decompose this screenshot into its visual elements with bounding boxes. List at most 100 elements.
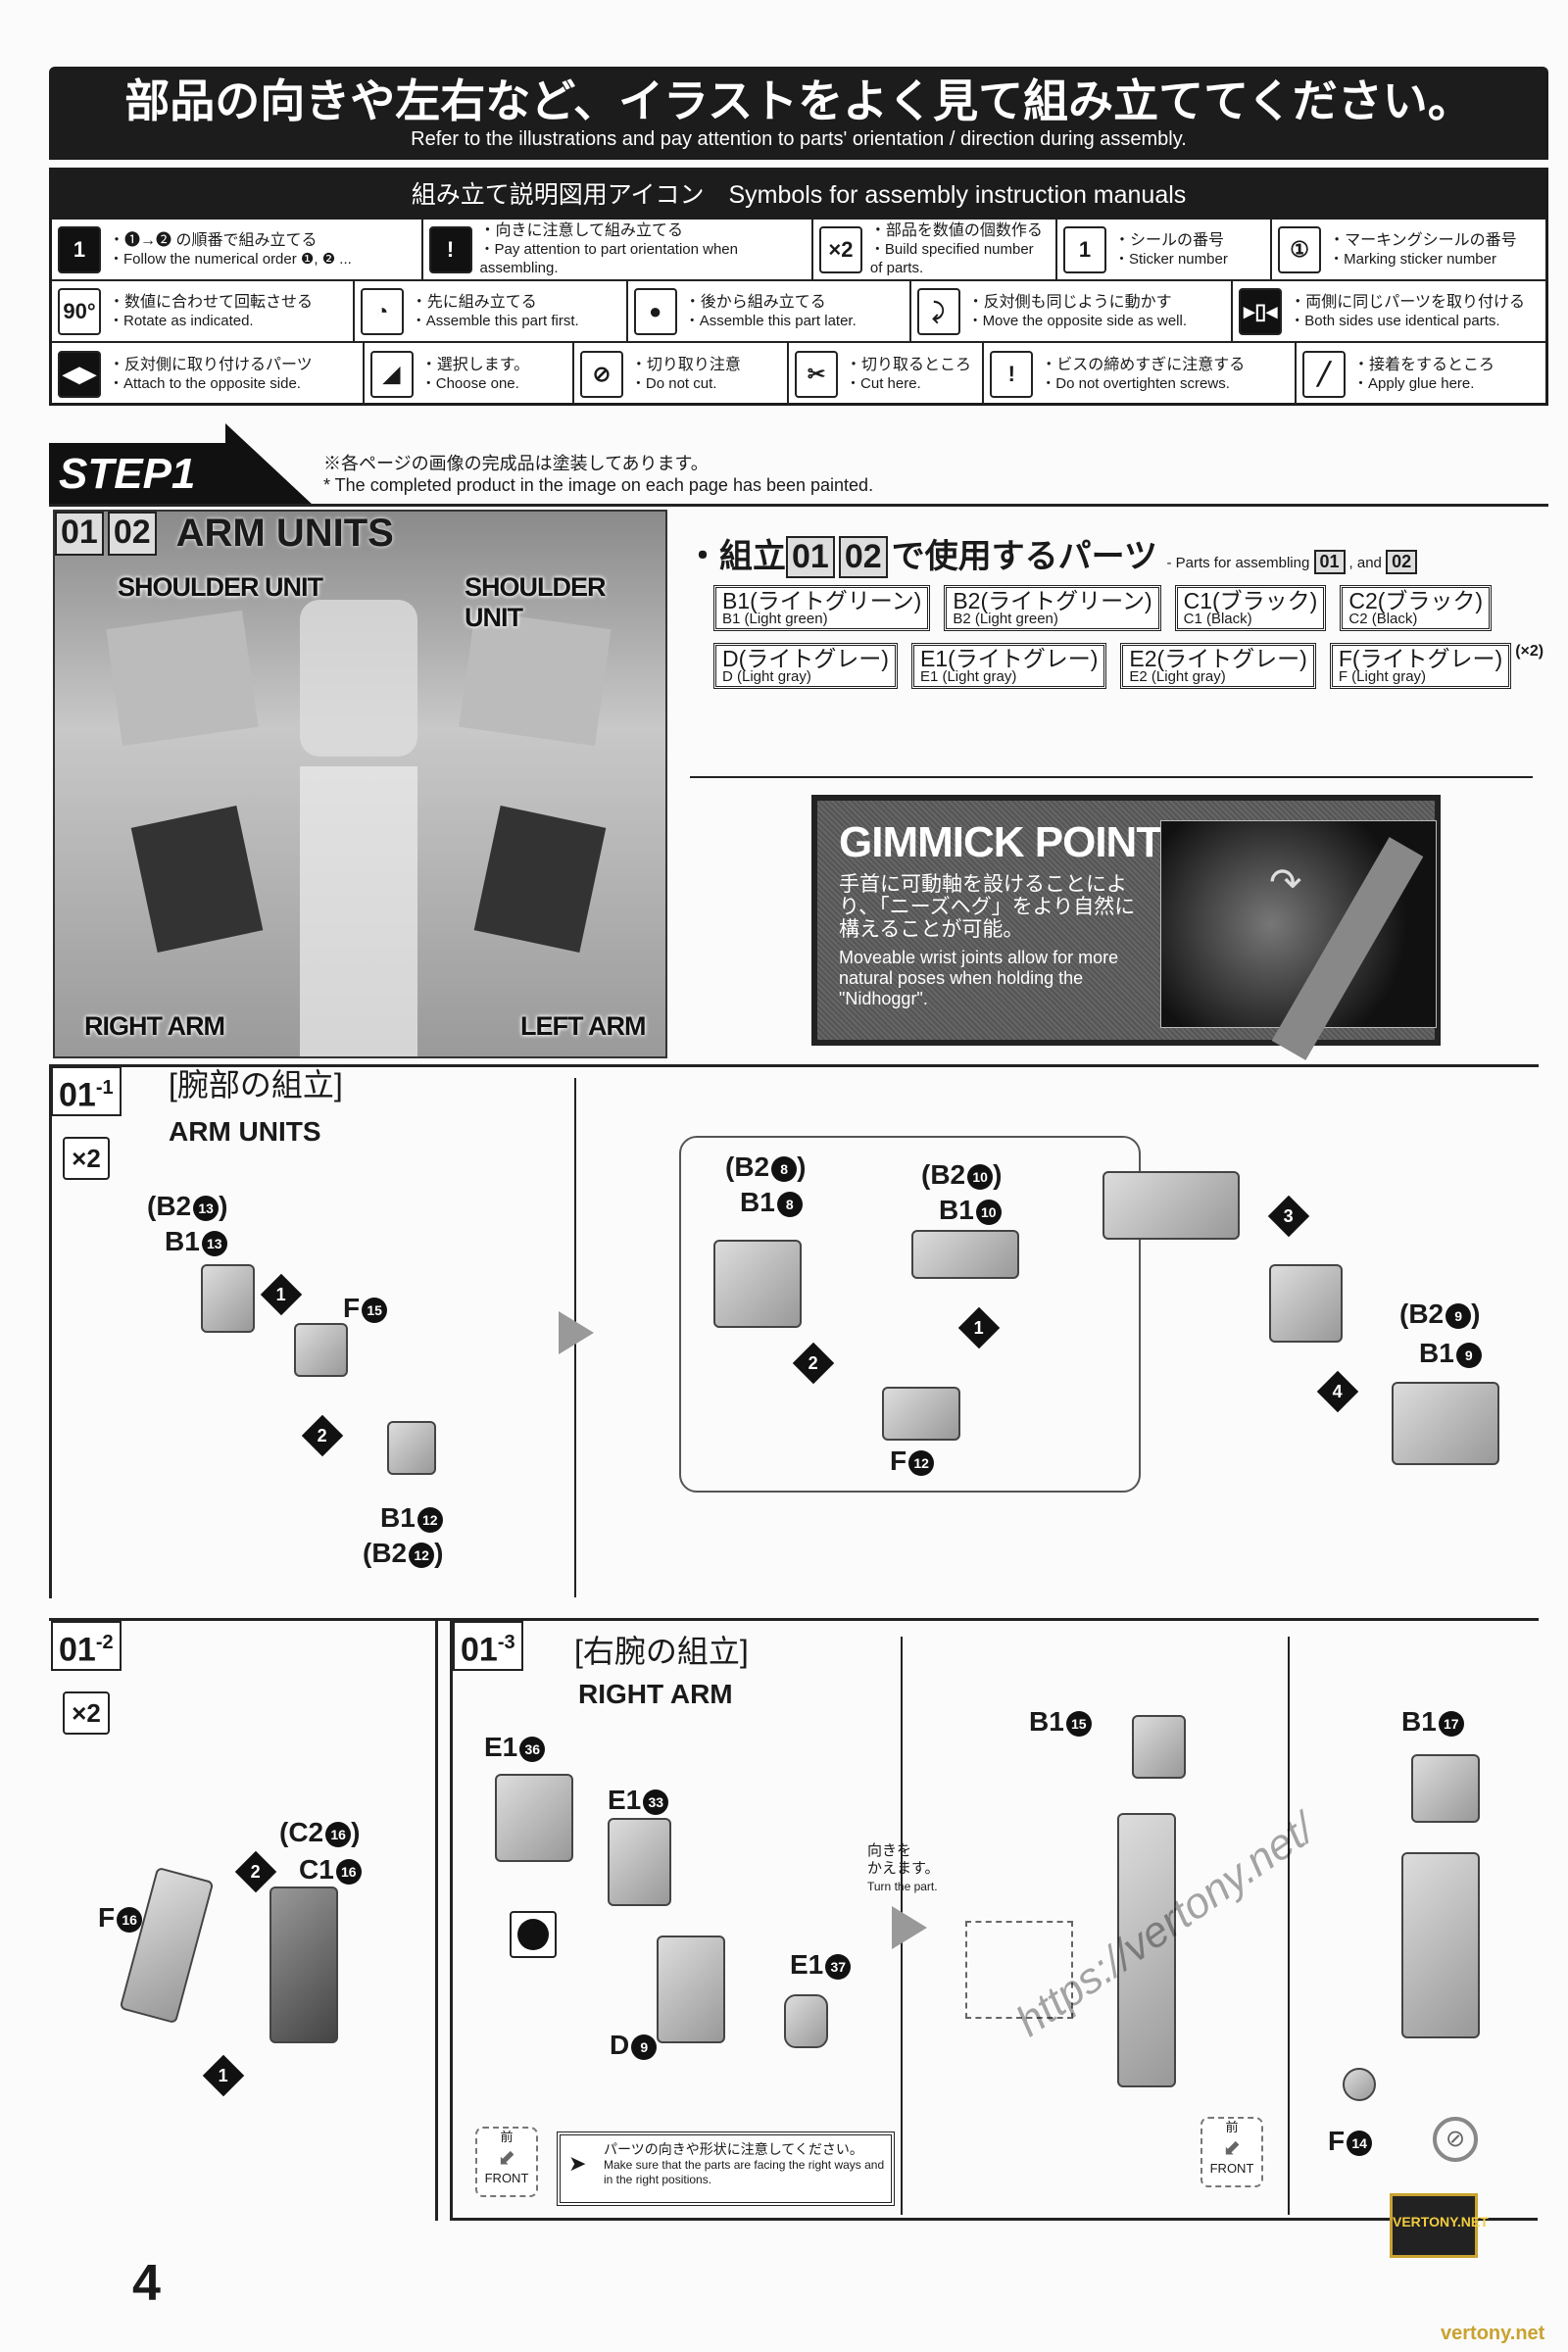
part-b1-9	[1392, 1382, 1499, 1465]
symbol-text-ja: ・先に組み立てる	[411, 293, 537, 311]
section-id-sub: -2	[95, 1632, 114, 1653]
part-b1-8	[713, 1240, 802, 1328]
detail-inset	[965, 1921, 1073, 2019]
orientation-arrows-icon: ➤	[568, 2151, 587, 2176]
header-title-en: Refer to the illustrations and pay atten…	[411, 128, 1187, 150]
symbol-text: ・ビスの締めすぎに注意する・Do not overtighten screws.	[1041, 356, 1245, 393]
symbol-text-en: ・Follow the numerical order ❶, ❷ ...	[109, 250, 352, 268]
symbol-text: ・切り取り注意・Do not cut.	[631, 356, 741, 393]
symbol-text: ・❶→❷ の順番で組み立てる・Follow the numerical orde…	[109, 231, 352, 269]
rotate-icon: 90°	[58, 287, 101, 335]
divider	[49, 1064, 52, 1598]
section-title-ja: [右腕の組立]	[574, 1634, 749, 1669]
step-number-1: 1	[260, 1273, 303, 1316]
symbol-text-ja: ・反対側も同じように動かす	[967, 293, 1172, 311]
symbol-text-en: ・Marking sticker number	[1329, 250, 1496, 268]
label-shoulder-unit-left: SHOULDER UNIT	[118, 572, 323, 602]
forearm-shape	[130, 805, 264, 954]
front-label-en: FRONT	[1209, 2161, 1254, 2176]
symbols-row: ◀▶ ・反対側に取り付けるパーツ・Attach to the opposite …	[52, 343, 1545, 405]
opposite-side-icon: ◀▶	[58, 350, 101, 398]
symbol-text-en: ・Do not overtighten screws.	[1041, 374, 1230, 392]
front-label-en: FRONT	[484, 2171, 529, 2185]
symbol-text-en: ・Attach to the opposite side.	[109, 374, 301, 392]
symbol-text-en: ・Cut here.	[846, 374, 921, 392]
symbol-text-ja: ・向きに注意して組み立てる	[479, 222, 684, 239]
symbol-text-ja: ・切り取るところ	[846, 356, 972, 373]
symbols-row: 90° ・数値に合わせて回転させる・Rotate as indicated. ◔ …	[52, 281, 1545, 343]
symbol-text-en: ・Choose one.	[420, 374, 519, 392]
symbol-text-en: ・Assemble this part first.	[411, 312, 579, 329]
part-f14	[1343, 2068, 1376, 2101]
multiply-icon: ×2	[818, 225, 862, 273]
symbol-cell: ⊘ ・切り取り注意・Do not cut.	[574, 343, 790, 405]
section-title-ja: [腕部の組立]	[169, 1067, 343, 1102]
symbol-text-ja: ・後から組み立てる	[684, 293, 826, 311]
arm-units-photo: 01 02 ARM UNITS SHOULDER UNIT SHOULDER U…	[53, 510, 667, 1058]
wrist-photo: ↷	[1160, 820, 1437, 1060]
part-c1-16	[270, 1886, 338, 2043]
divider	[435, 1618, 438, 2221]
symbol-cell: ! ・向きに注意して組み立てる・Pay attention to part or…	[423, 220, 813, 279]
symbol-cell: 1 ・❶→❷ の順番で組み立てる・Follow the numerical or…	[52, 220, 423, 279]
move-opposite-icon: ⤸	[916, 287, 960, 335]
part-e1-33	[608, 1818, 671, 1906]
exclamation-icon: !	[428, 225, 472, 273]
part-f12	[882, 1387, 960, 1441]
symbol-text-ja: ・部品を数値の個数作る	[869, 222, 1043, 239]
part-runner-box: E1(ライトグレー)E1 (Light gray)	[910, 643, 1107, 689]
step-note-ja: ※各ページの画像の完成品は塗装してあります。	[323, 454, 709, 473]
orientation-note: ➤ パーツの向きや形状に注意してください。 Make sure that the…	[557, 2132, 895, 2206]
marking-sticker-icon: ①	[1278, 225, 1322, 273]
symbol-cell: ▸▯◂ ・両側に同じパーツを取り付ける・Both sides use ident…	[1233, 281, 1545, 341]
runner-name-ja: E1(ライトグレー)	[919, 646, 1099, 671]
runner-name-en: D (Light gray)	[722, 668, 811, 685]
label-shoulder-unit-right: SHOULDER UNIT	[465, 572, 607, 632]
parts-id-01-small: 01	[1313, 550, 1346, 574]
part-runner-box: C1(ブラック)C1 (Black)	[1174, 585, 1327, 631]
symbol-text: ・両側に同じパーツを取り付ける・Both sides use identical…	[1290, 293, 1525, 330]
runner-name-ja: B1(ライトグリーン)	[722, 588, 922, 613]
runner-name-en: E1 (Light gray)	[919, 668, 1017, 685]
gimmick-title: GIMMICK POINT	[839, 818, 1162, 866]
symbol-text-ja: ・ビスの締めすぎに注意する	[1041, 356, 1246, 373]
parts-and: , and	[1348, 555, 1382, 571]
step-note-en: * The completed product in the image on …	[323, 475, 874, 495]
rotate-arrow-icon: ↷	[1269, 861, 1302, 905]
do-not-cut-icon: ⊘	[1433, 2117, 1478, 2162]
symbol-text: ・数値に合わせて回転させる・Rotate as indicated.	[109, 293, 313, 330]
symbol-text-en: ・Both sides use identical parts.	[1290, 312, 1500, 329]
shoulder-shape	[106, 610, 259, 747]
runner-name-en: F (Light gray)	[1338, 668, 1427, 685]
sticker-icon: 1	[1062, 225, 1106, 273]
symbol-text-ja: ・接着をするところ	[1353, 356, 1495, 373]
gimmick-text-ja: 手首に可動軸を設けることにより、「ニーズヘグ」をより自然に構えることが可能。	[839, 873, 1136, 941]
symbol-cell: ◔ ・先に組み立てる・Assemble this part first.	[355, 281, 628, 341]
photo-title: ARM UNITS	[175, 512, 394, 555]
section-title-en: ARM UNITS	[169, 1116, 321, 1147]
symbol-text-en: ・Sticker number	[1113, 250, 1228, 268]
section-id-main: 01	[461, 1631, 498, 1669]
symbol-cell: ⤸ ・反対側も同じように動かす・Move the opposite side a…	[911, 281, 1234, 341]
part-runner-box: E2(ライトグレー)E2 (Light gray)	[1120, 643, 1316, 689]
next-arrow-icon	[892, 1906, 927, 1949]
symbol-text-en: ・Build specified number of parts.	[869, 241, 1034, 276]
symbols-table: 組み立て説明図用アイコン Symbols for assembly instru…	[49, 168, 1548, 406]
parts-heading-post: で使用するパーツ	[891, 538, 1157, 575]
symbol-cell: ×2 ・部品を数値の個数作る・Build specified number of…	[813, 220, 1057, 279]
symbol-text-ja: ・❶→❷ の順番で組み立てる	[109, 231, 318, 249]
part-b1-15	[1132, 1715, 1186, 1779]
assemble-later-icon	[510, 1911, 557, 1958]
symbol-cell: ● ・後から組み立てる・Assemble this part later.	[628, 281, 911, 341]
step-number-2: 2	[234, 1850, 277, 1893]
part-e1-36	[495, 1774, 573, 1862]
